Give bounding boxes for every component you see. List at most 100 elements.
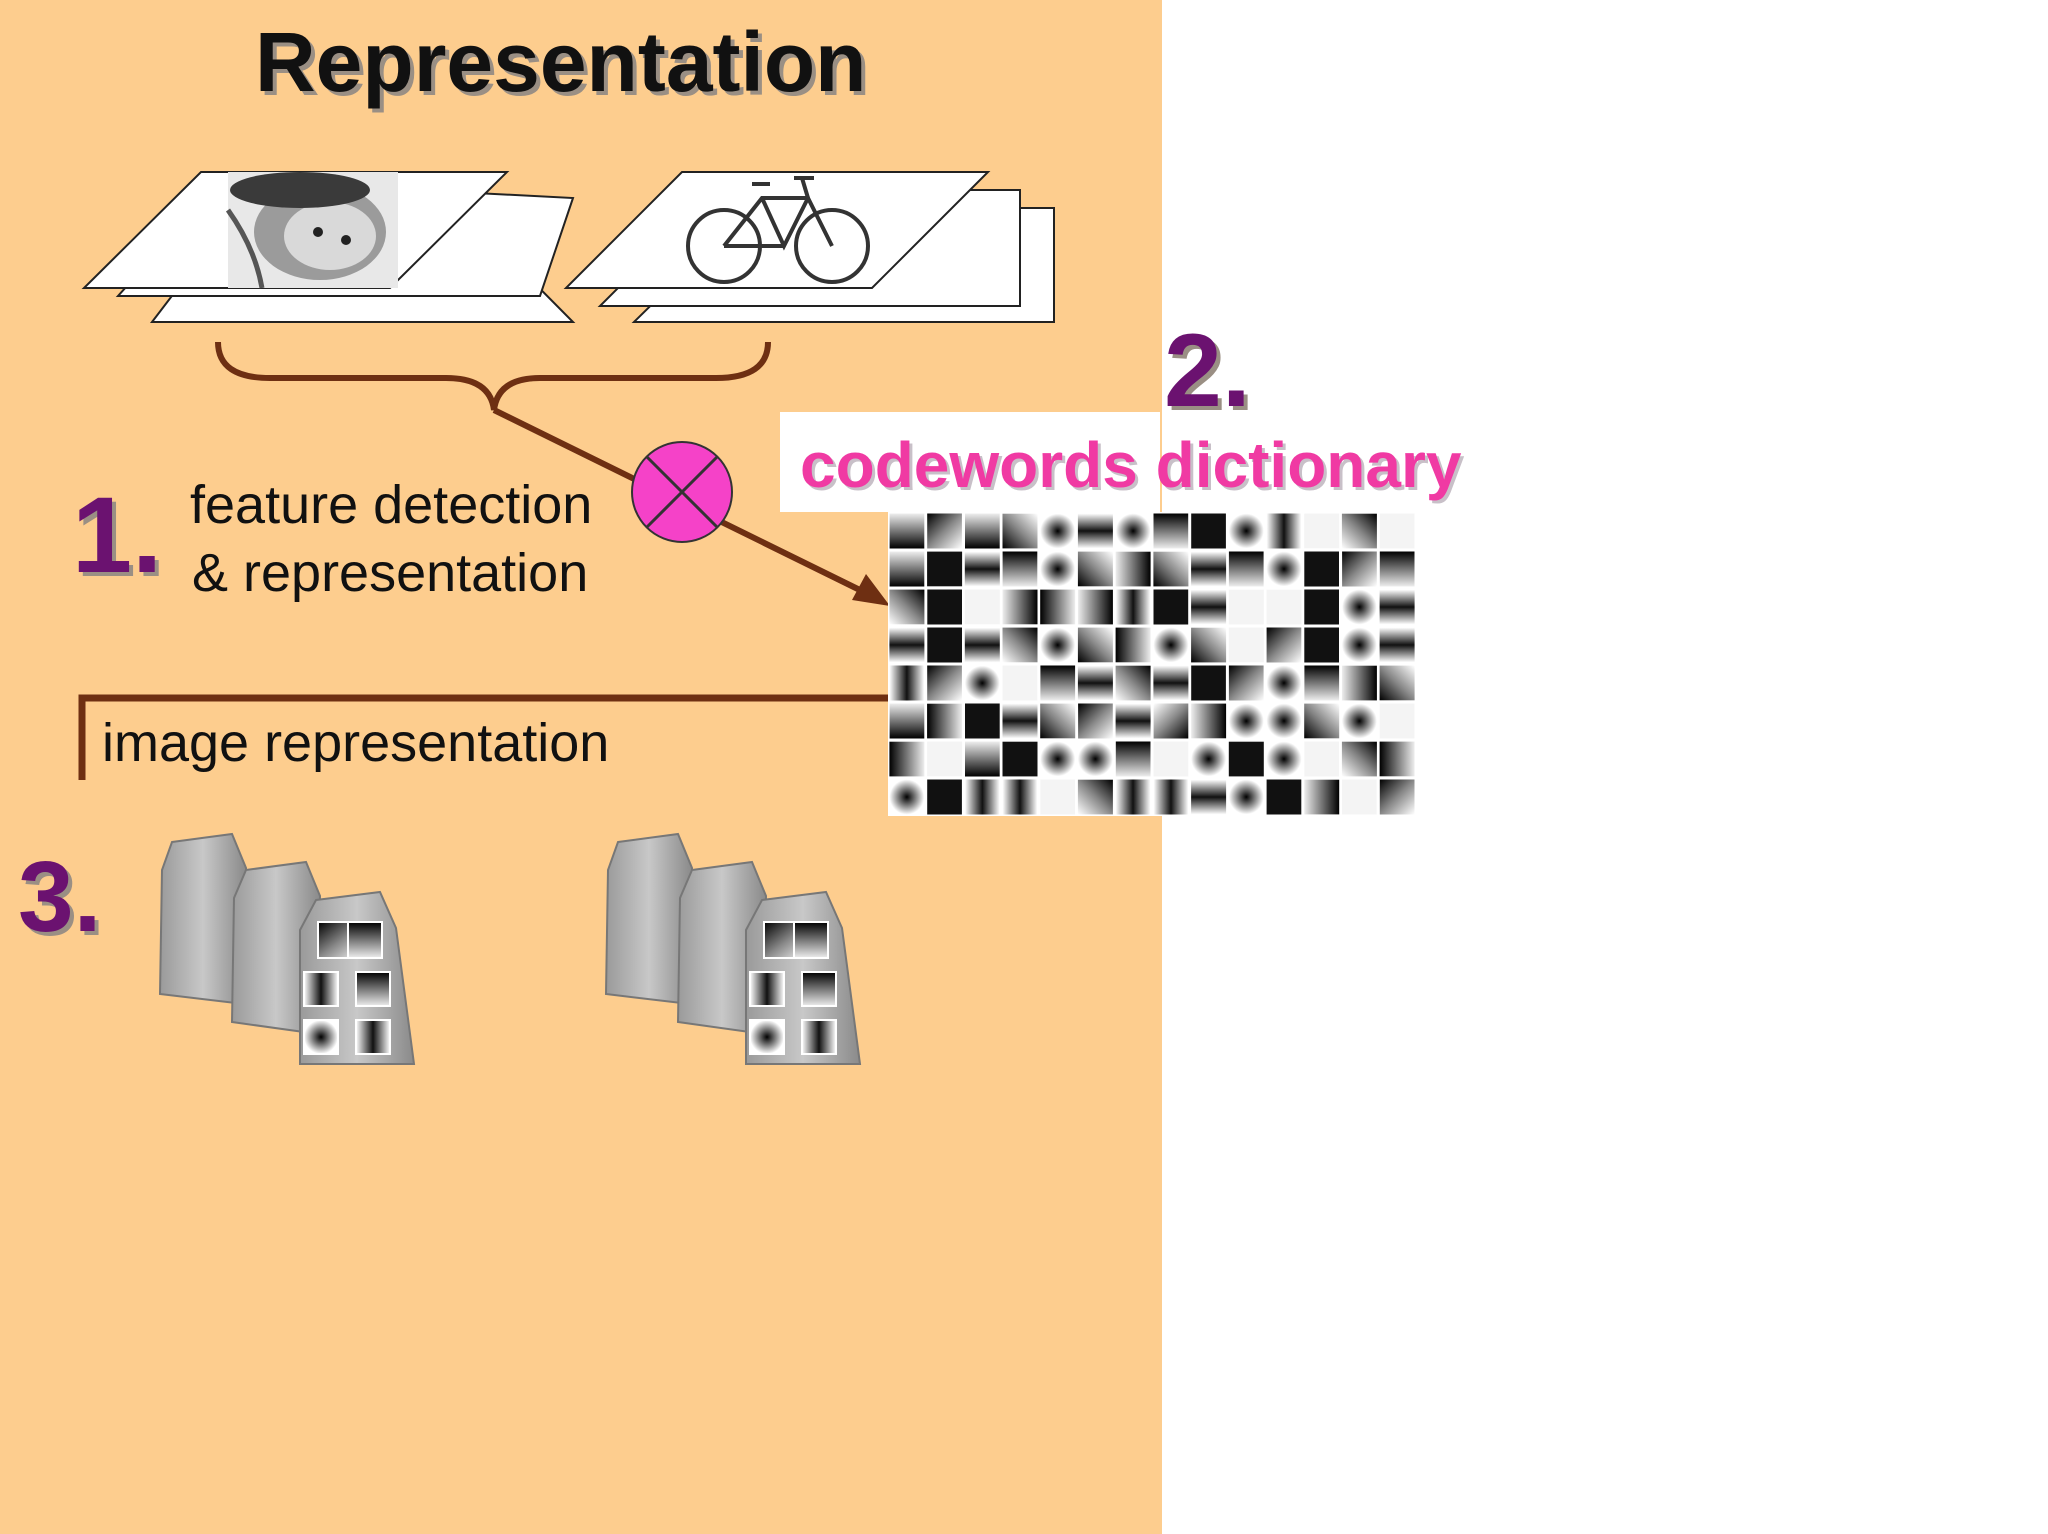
codeword-patch: [1266, 551, 1302, 587]
codeword-patch: [1266, 627, 1302, 663]
codeword-patch: [1304, 779, 1340, 815]
codeword-patch: [1077, 741, 1113, 777]
codeword-patch: [1077, 589, 1113, 625]
codeword-patch: [927, 589, 962, 625]
codeword-patch: [1228, 779, 1264, 815]
bag-group-left: [158, 832, 416, 1065]
codeword-patch: [927, 741, 963, 777]
codeword-patch: [1266, 589, 1302, 625]
codeword-patch: [1040, 741, 1076, 777]
codeword-patch: [1341, 665, 1377, 701]
codeword-patch: [1153, 589, 1189, 625]
codeword-patch: [1115, 779, 1151, 815]
codeword-patch: [1077, 513, 1113, 549]
codeword-patch: [1002, 703, 1038, 739]
codewords-dictionary-label: codewords dictionary: [800, 429, 1462, 501]
codeword-patch: [1040, 703, 1076, 739]
codeword-patch: [1379, 513, 1415, 549]
codeword-patch: [1379, 741, 1415, 777]
codeword-patch: [889, 741, 925, 777]
codeword-patch: [1115, 703, 1151, 739]
step-2-number: 2.: [1164, 313, 1251, 429]
codeword-patch: [1304, 513, 1340, 549]
codeword-patch: [964, 665, 1000, 701]
codeword-patch: [1304, 741, 1339, 777]
codeword-patch: [1379, 665, 1415, 701]
codeword-patch: [889, 513, 925, 549]
codeword-patch: [1191, 741, 1227, 777]
codeword-patch: [1191, 665, 1226, 701]
codeword-patch: [1266, 741, 1302, 777]
codeword-patch: [1379, 627, 1415, 663]
codeword-patch: [1228, 627, 1264, 663]
codeword-patch: [1078, 703, 1113, 739]
codeword-patch: [1266, 665, 1302, 701]
codeword-patch: [1077, 627, 1113, 663]
codeword-patch: [1040, 779, 1075, 815]
codeword-patch: [1228, 551, 1264, 587]
codeword-patch: [1304, 551, 1339, 587]
codeword-patch: [1153, 551, 1189, 587]
codeword-patch: [1228, 703, 1264, 739]
codeword-patch: [889, 551, 925, 587]
codeword-patch: [1153, 513, 1189, 549]
codeword-patch: [1040, 665, 1076, 701]
codeword-patch: [1040, 551, 1076, 587]
codeword-patch: [1153, 627, 1189, 663]
codeword-patch: [1266, 779, 1302, 815]
codeword-patch: [889, 779, 925, 815]
codeword-patch: [1266, 703, 1302, 739]
codeword-patch: [1342, 551, 1377, 587]
codeword-patch: [1191, 513, 1226, 549]
codeword-patch: [889, 589, 925, 625]
codeword-patch: [1153, 665, 1189, 701]
image-representation-connector: [78, 694, 890, 780]
codeword-patch: [964, 779, 1000, 815]
codeword-patch: [1341, 627, 1377, 663]
codeword-patch: [964, 513, 1000, 549]
codeword-patch: [1266, 513, 1302, 549]
codeword-patch: [1228, 741, 1264, 777]
codeword-patch: [1341, 513, 1377, 549]
codeword-patch: [1341, 703, 1377, 739]
codeword-patch: [1002, 741, 1038, 777]
step-1-number: 1.: [72, 474, 163, 595]
bicycle-photo: [686, 176, 870, 284]
codeword-patch: [964, 589, 1000, 625]
codeword-grid: [888, 512, 1416, 816]
codeword-patch: [927, 703, 963, 739]
codeword-patch: [1115, 513, 1151, 549]
codeword-patch: [1228, 665, 1264, 701]
codeword-patch: [1228, 513, 1264, 549]
codeword-patch: [1077, 779, 1113, 815]
codeword-patch: [964, 703, 1000, 739]
codeword-patch: [889, 703, 925, 739]
codeword-patch: [927, 551, 963, 587]
codeword-patch: [1191, 779, 1227, 815]
codeword-patch: [889, 665, 925, 701]
codeword-patch: [1153, 703, 1189, 739]
bag-group-right: [604, 832, 862, 1065]
codeword-patch: [1002, 665, 1038, 701]
codeword-patch: [964, 627, 1000, 663]
codeword-patch: [1115, 627, 1151, 663]
codeword-patch: [1304, 703, 1340, 739]
codeword-patch: [1077, 665, 1113, 701]
codeword-patch: [1379, 589, 1415, 625]
codeword-patch: [889, 627, 925, 663]
codeword-patch: [927, 513, 962, 549]
codeword-patch: [1040, 627, 1076, 663]
codeword-patch: [1304, 627, 1339, 663]
codeword-patch: [1304, 589, 1339, 625]
codeword-patch: [1379, 779, 1415, 815]
codeword-patch: [1077, 551, 1113, 587]
circled-x-icon: [631, 441, 733, 543]
codeword-patch: [1191, 703, 1227, 739]
codeword-patch: [1153, 779, 1189, 815]
paper-bag-icon: [745, 890, 862, 1065]
codeword-patch: [1342, 589, 1377, 625]
grouping-brace: [215, 341, 771, 411]
codeword-patch: [1191, 627, 1227, 663]
codeword-patch: [1379, 551, 1415, 587]
